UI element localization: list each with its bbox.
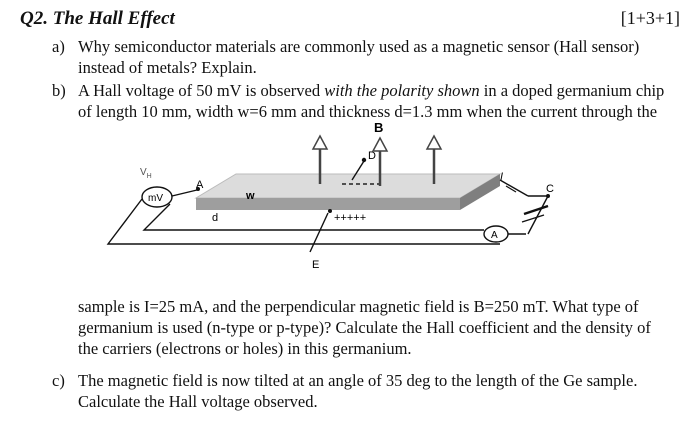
part-b-line-2: of length 10 mm, width w=6 mm and thickn… [78, 102, 658, 121]
part-b-cont-line-1: sample is I=25 mA, and the perpendicular… [78, 297, 639, 316]
slab-front-face [196, 198, 460, 210]
label-a-corner: A [196, 179, 204, 191]
lower-circuit-wire [106, 198, 500, 245]
lead-d [351, 160, 365, 181]
label-width: w [245, 190, 255, 202]
part-a-label: a) [52, 37, 65, 56]
wire-slab-to-source [499, 179, 529, 197]
part-c-line-2: Calculate the Hall voltage observed. [78, 392, 318, 411]
millivoltmeter [141, 186, 173, 208]
label-ammeter: A [491, 230, 498, 241]
terminal-d [361, 157, 367, 163]
inner-circuit-wire [142, 203, 484, 231]
slab-side-face [460, 174, 500, 210]
label-vh: VH [140, 167, 152, 180]
label-current: I [500, 171, 503, 183]
label-mv: mV [148, 193, 163, 204]
part-b-cont-line-2: germanium is used (n-type or p-type)? Ca… [78, 318, 651, 337]
part-a: a) Why semiconductor materials are commo… [52, 36, 692, 80]
part-c-label: c) [52, 371, 65, 390]
label-thickness: d [212, 212, 218, 224]
lead-e [309, 212, 329, 253]
marks-allocation: [1+3+1] [620, 8, 680, 28]
question-header: Q2. The Hall Effect [1+3+1] [20, 8, 680, 32]
label-e: E [312, 259, 319, 271]
terminal-a-corner [196, 187, 200, 191]
hall-effect-figure: B D +++++ mV VH A w d E A [0, 118, 700, 290]
part-b-line-1: A Hall voltage of 50 mV is observed with… [78, 80, 678, 101]
b-field-arrow-3 [425, 134, 443, 184]
part-b-line-1-pre: A Hall voltage of 50 mV is observed [78, 81, 325, 100]
battery-plate-short [521, 214, 545, 223]
hall-effect-diagram: B D +++++ mV VH A w d E A [106, 120, 554, 271]
part-c-text: The magnetic field is now tilted at an a… [78, 370, 678, 412]
part-a-text: Why semiconductor materials are commonly… [78, 36, 678, 78]
part-b-continuation: sample is I=25 mA, and the perpendicular… [78, 296, 678, 359]
label-d-contact: D [368, 150, 376, 162]
part-b: b) A Hall voltage of 50 mV is observed w… [52, 80, 692, 124]
wire-meter-to-a [171, 189, 198, 197]
label-c: C [546, 183, 554, 195]
slab-top-face [194, 173, 502, 199]
label-b-field: B [374, 120, 383, 135]
terminal-e-contact [328, 209, 332, 213]
b-field-arrow-2 [371, 136, 389, 186]
part-b-label: b) [52, 81, 66, 100]
part-c: c) The magnetic field is now tilted at a… [52, 370, 692, 414]
part-b-line-1-post: in a doped germanium chip [479, 81, 665, 100]
b-field-arrow-1 [311, 134, 329, 184]
part-a-line-2: instead of metals? Explain. [78, 58, 257, 77]
part-b-text: A Hall voltage of 50 mV is observed with… [78, 80, 678, 122]
part-a-line-1: Why semiconductor materials are commonly… [78, 37, 640, 56]
terminal-c [546, 194, 550, 198]
question-title: Q2. The Hall Effect [20, 8, 175, 29]
label-positive-charges: +++++ [334, 212, 366, 224]
battery-plate-long [523, 204, 549, 216]
wire-source-diagonal [527, 195, 549, 235]
part-c-line-1: The magnetic field is now tilted at an a… [78, 371, 638, 390]
part-b-emphasis: with the polarity shown [324, 81, 480, 100]
part-b-cont-line-3: the carriers (electrons or holes) in thi… [78, 339, 412, 358]
current-arrow [505, 185, 517, 193]
